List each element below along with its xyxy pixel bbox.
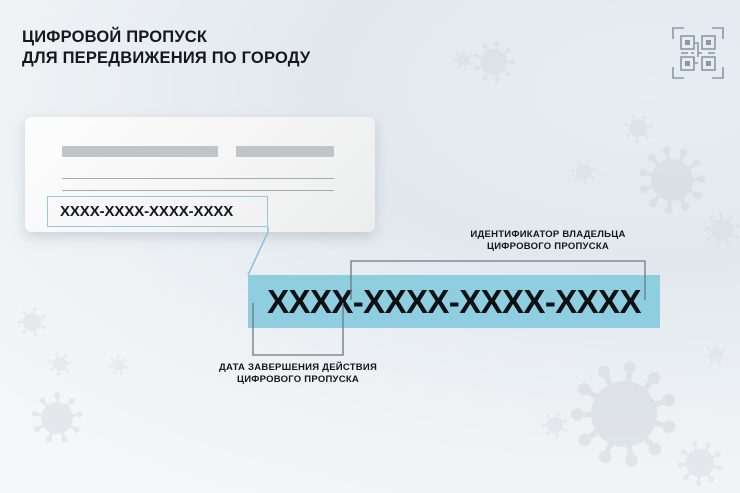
card-placeholder-bar-wide: [62, 146, 218, 157]
qr-code-scan-icon: [671, 26, 725, 80]
pass-card: XXXX-XXXX-XXXX-XXXX: [25, 117, 375, 232]
callout-label-expiry-date-line-2: ЦИФРОВОГО ПРОПУСКА: [237, 374, 359, 386]
virus-icon: [636, 144, 708, 216]
virus-icon: [46, 350, 73, 377]
virus-icon: [29, 390, 85, 446]
virus-icon: [569, 359, 679, 469]
enlarged-code-text: XXXX-XXXX-XXXX-XXXX: [267, 282, 641, 320]
card-code-highlight-box: XXXX-XXXX-XXXX-XXXX: [47, 196, 268, 227]
page-title-line-1: ЦИФРОВОЙ ПРОПУСК: [22, 28, 208, 46]
page-title-line-2: ДЛЯ ПЕРЕДВИЖЕНИЯ ПО ГОРОДУ: [22, 49, 311, 68]
virus-icon: [451, 48, 475, 72]
virus-icon: [106, 353, 130, 377]
callout-label-expiry-date-line-1: ДАТА ЗАВЕРШЕНИЯ ДЕЙСТВИЯ: [218, 362, 378, 373]
virus-icon: [540, 410, 570, 440]
callout-label-owner-id-line-1: ИДЕНТИФИКАТОР ВЛАДЕЛЬЦА: [470, 229, 626, 240]
card-code-text: XXXX-XXXX-XXXX-XXXX: [60, 203, 234, 220]
card-placeholder-bar-narrow: [236, 146, 334, 157]
virus-icon: [569, 157, 599, 187]
callout-label-owner-id-line-2: ЦИФРОВОГО ПРОПУСКА: [487, 241, 609, 253]
card-rule-line-1: [62, 178, 334, 179]
virus-icon: [702, 210, 740, 249]
enlarged-code-band: XXXX-XXXX-XXXX-XXXX: [248, 275, 660, 328]
virus-icon: [622, 112, 655, 145]
virus-icon: [702, 341, 729, 368]
callout-label-expiry-date: ДАТА ЗАВЕРШЕНИЯ ДЕЙСТВИЯ ЦИФРОВОГО ПРОПУ…: [178, 362, 418, 387]
page-title: ЦИФРОВОЙ ПРОПУСК ДЛЯ ПЕРЕДВИЖЕНИЯ ПО ГОР…: [22, 27, 310, 69]
virus-icon: [471, 39, 517, 85]
virus-icon: [16, 306, 49, 339]
callout-label-owner-id: ИДЕНТИФИКАТОР ВЛАДЕЛЬЦА ЦИФРОВОГО ПРОПУС…: [398, 229, 698, 254]
card-rule-line-2: [62, 190, 334, 191]
virus-icon: [675, 438, 724, 487]
